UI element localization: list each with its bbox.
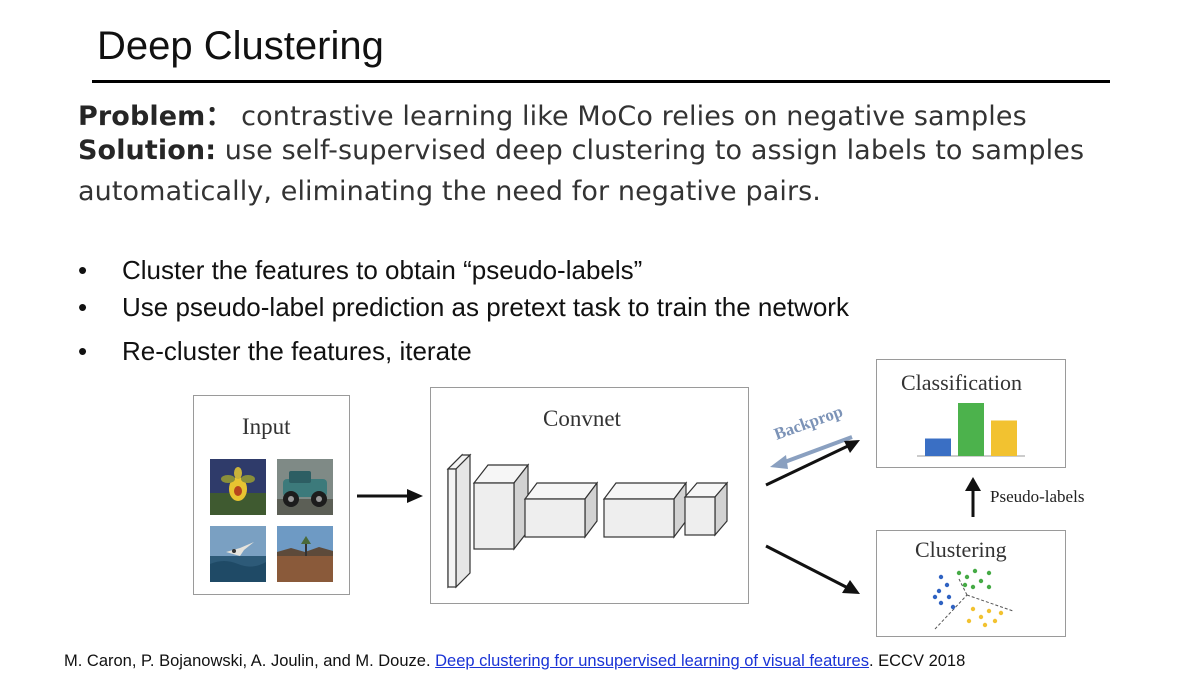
bird-image [210, 526, 266, 582]
bullet-text: Use pseudo-label prediction as pretext t… [122, 292, 849, 322]
citation: M. Caron, P. Bojanowski, A. Joulin, and … [64, 652, 965, 671]
flower-image [210, 459, 266, 515]
convnet-label: Convnet [543, 406, 621, 431]
pseudo-labels-label: Pseudo-labels [990, 487, 1085, 506]
class-bar-chart [917, 403, 1025, 457]
convnet-layers [446, 453, 729, 589]
bullet-text: Cluster the features to obtain “pseudo-l… [122, 255, 643, 285]
citation-venue: . ECCV 2018 [868, 652, 966, 670]
title-underline [92, 80, 1110, 83]
class-bar [925, 438, 951, 456]
solution-line: Solution: use self-supervised deep clust… [78, 135, 1084, 166]
solution-line-2: automatically, eliminating the need for … [78, 176, 821, 207]
input-panel: Input [193, 395, 350, 595]
paper-link[interactable]: Deep clustering for unsupervised learnin… [435, 652, 869, 670]
clustering-panel: Clustering [876, 530, 1066, 637]
classification-panel: Classification [876, 359, 1066, 468]
bullet-marker: • [78, 336, 88, 366]
bullet-marker: • [78, 292, 88, 322]
clustering-label: Clustering [915, 537, 1007, 562]
car-image [277, 459, 333, 515]
class-bar [958, 403, 984, 456]
problem-text: contrastive learning like MoCo relies on… [232, 101, 1027, 132]
class-bar [991, 420, 1017, 456]
backprop-arrows: Backprop [765, 401, 860, 487]
input-to-convnet-arrow [357, 489, 423, 503]
slide-title: Deep Clustering [97, 24, 384, 68]
bullet-marker: • [78, 255, 88, 285]
cluster-scatter [932, 568, 1014, 630]
landscape-image [277, 526, 333, 582]
classification-label: Classification [901, 370, 1022, 395]
backprop-label: Backprop [772, 401, 846, 443]
solution-label: Solution: [78, 135, 217, 166]
solution-text: use self-supervised deep clustering to a… [216, 135, 1085, 166]
pseudo-labels-arrow [965, 477, 981, 517]
input-label: Input [242, 414, 291, 439]
convnet-to-clustering-arrow [765, 544, 860, 594]
bullet-text: Re-cluster the features, iterate [122, 336, 472, 366]
problem-label: Problem： [78, 101, 233, 132]
citation-authors: M. Caron, P. Bojanowski, A. Joulin, and … [64, 652, 436, 670]
problem-line: Problem： contrastive learning like MoCo … [78, 94, 1027, 133]
